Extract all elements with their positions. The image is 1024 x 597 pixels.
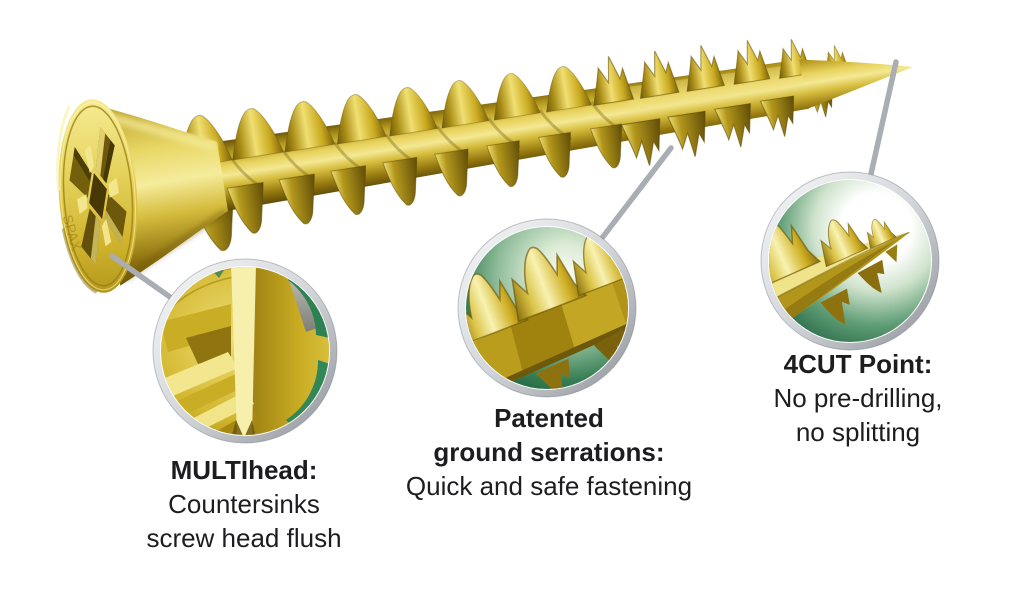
callout-line-serrations: [599, 145, 674, 241]
label-serrations-title2: ground serrations:: [433, 437, 665, 467]
label-4cut-line1: No pre-drilling,: [773, 383, 943, 413]
label-4cut-title: 4CUT Point:: [783, 349, 933, 379]
label-serrations: Patented ground serrations: Quick and sa…: [399, 401, 699, 503]
label-serrations-title1: Patented: [494, 403, 604, 433]
callout-line-4cut: [868, 59, 899, 177]
label-4cut-line2: no splitting: [795, 417, 921, 447]
label-multihead-title: MULTIhead:: [170, 455, 318, 485]
screw-illustration: SPAX: [56, 36, 913, 294]
callout-line-multihead: [109, 253, 173, 300]
callout-lines: [109, 59, 899, 300]
callout-circle-serrations: [457, 218, 637, 398]
label-multihead-line1: Countersinks: [168, 489, 320, 519]
label-serrations-line1: Quick and safe fastening: [405, 471, 693, 501]
callout-circle-multihead: [152, 258, 338, 444]
callout-circle-4cut: [760, 171, 940, 351]
label-multihead: MULTIhead: Countersinks screw head flush: [94, 453, 394, 555]
label-4cut: 4CUT Point: No pre-drilling, no splittin…: [708, 347, 1008, 449]
label-multihead-line2: screw head flush: [146, 523, 342, 553]
